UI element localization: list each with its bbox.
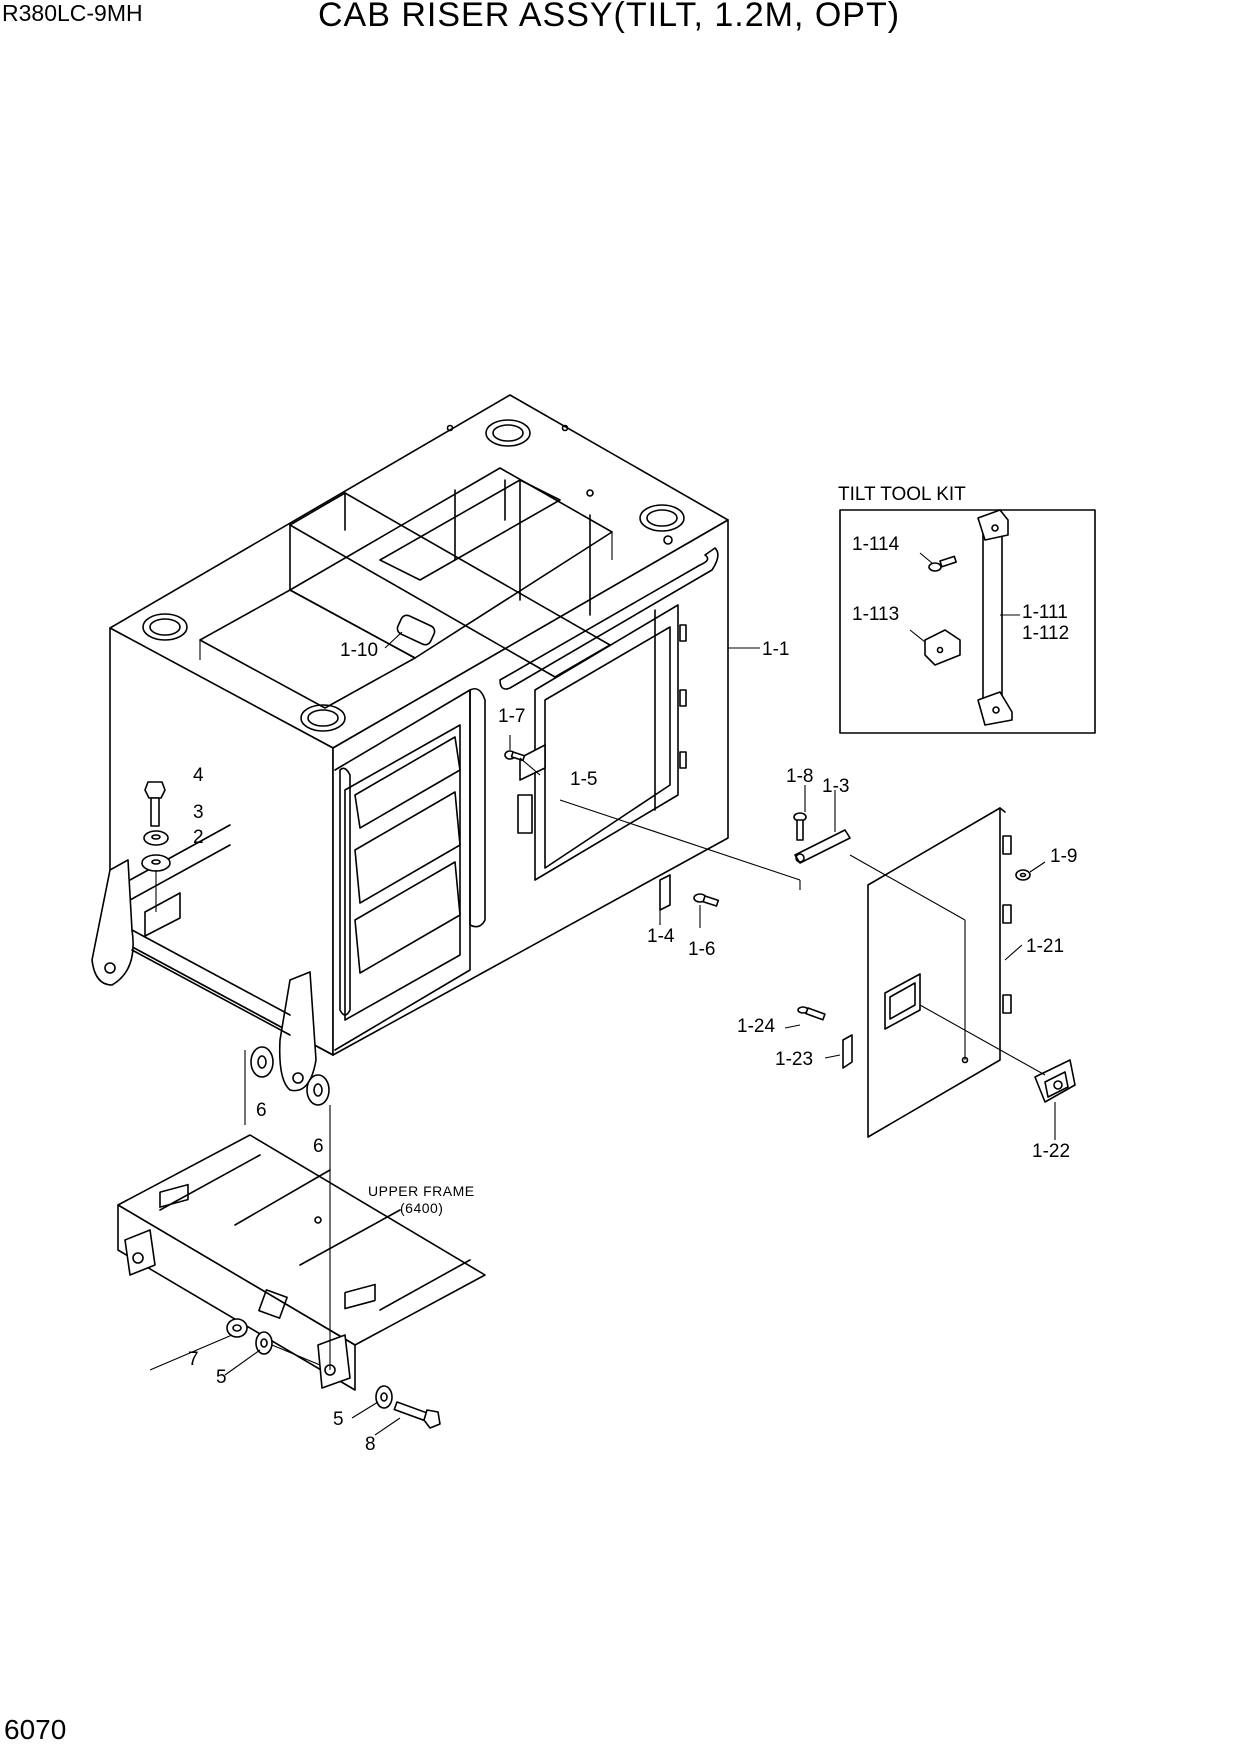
- mount-hole-top-left: [142, 613, 188, 641]
- callout-1-4: 1-4: [647, 926, 675, 947]
- hinge-1-3: [794, 829, 851, 864]
- callout-7: 7: [188, 1349, 199, 1370]
- page-number: 6070: [4, 1714, 67, 1745]
- washer-5-right: [375, 1385, 393, 1409]
- latch-1-4: [659, 874, 671, 911]
- callout-1-7: 1-7: [498, 706, 525, 727]
- callout-1-23: 1-23: [775, 1049, 813, 1070]
- door-panel-1-21: [867, 807, 1012, 1138]
- leader-lines: [149, 552, 1056, 1436]
- callout-1-112: 1-112: [1022, 623, 1069, 644]
- tilt-tool-kit: [839, 509, 1096, 734]
- callout-2: 2: [193, 827, 204, 848]
- washer-1-9: [1015, 869, 1031, 881]
- door-lock-1-22: [1034, 1059, 1076, 1103]
- bolt-1-24: [797, 1006, 826, 1021]
- step-grate-lower: [354, 861, 461, 974]
- callout-1-3: 1-3: [822, 776, 849, 797]
- callout-1-5: 1-5: [570, 769, 597, 790]
- callout-6-left: 6: [256, 1100, 267, 1121]
- callout-3: 3: [193, 802, 204, 823]
- step-grate-upper: [354, 736, 461, 829]
- bolt-1-7: [504, 750, 526, 762]
- nut-7: [226, 1318, 248, 1338]
- callout-1-24: 1-24: [737, 1016, 775, 1037]
- upper-frame-label: UPPER FRAME: [368, 1183, 475, 1199]
- cab-riser-box: [91, 394, 729, 1092]
- striker-1-23: [842, 1034, 853, 1069]
- callout-labels: TILT TOOL KIT 1-114 1-113 1-111 1-112 1-…: [188, 484, 1077, 1455]
- bolt-1-6: [693, 893, 720, 907]
- callout-1-10: 1-10: [340, 640, 378, 661]
- washer-3: [143, 830, 169, 846]
- step-grate-middle: [354, 791, 461, 904]
- callout-1-9: 1-9: [1050, 846, 1077, 867]
- page-title: CAB RISER ASSY(TILT, 1.2M, OPT): [318, 0, 901, 34]
- callout-1-21: 1-21: [1026, 936, 1064, 957]
- callout-8: 8: [365, 1434, 376, 1455]
- callout-1-113: 1-113: [852, 604, 899, 625]
- callout-1-6: 1-6: [688, 939, 715, 960]
- washer-6-right: [306, 1074, 330, 1106]
- bolt-4: [144, 781, 166, 827]
- callout-1-1: 1-1: [762, 639, 789, 660]
- upper-frame-ref: (6400): [400, 1200, 443, 1216]
- washer-2: [141, 854, 171, 872]
- callout-1-111: 1-111: [1022, 602, 1068, 623]
- upper-frame: [117, 1134, 486, 1391]
- washer-5-left: [255, 1331, 273, 1355]
- callout-5-right: 5: [333, 1409, 344, 1430]
- model-number: R380LC-9MH: [2, 0, 143, 26]
- mount-hole-top-back: [485, 419, 531, 447]
- bolt-1-8: [793, 812, 807, 841]
- callout-5-left: 5: [216, 1367, 227, 1388]
- callout-6-right: 6: [313, 1136, 324, 1157]
- callout-4: 4: [193, 765, 204, 786]
- washer-6-left: [250, 1046, 274, 1078]
- callout-1-22: 1-22: [1032, 1141, 1070, 1162]
- mount-hole-top-right: [639, 504, 685, 532]
- mount-hole-top-front: [300, 704, 346, 732]
- bolt-8: [393, 1401, 441, 1429]
- kit-title: TILT TOOL KIT: [838, 484, 966, 505]
- callout-1-114: 1-114: [852, 534, 900, 555]
- callout-1-8: 1-8: [786, 766, 813, 787]
